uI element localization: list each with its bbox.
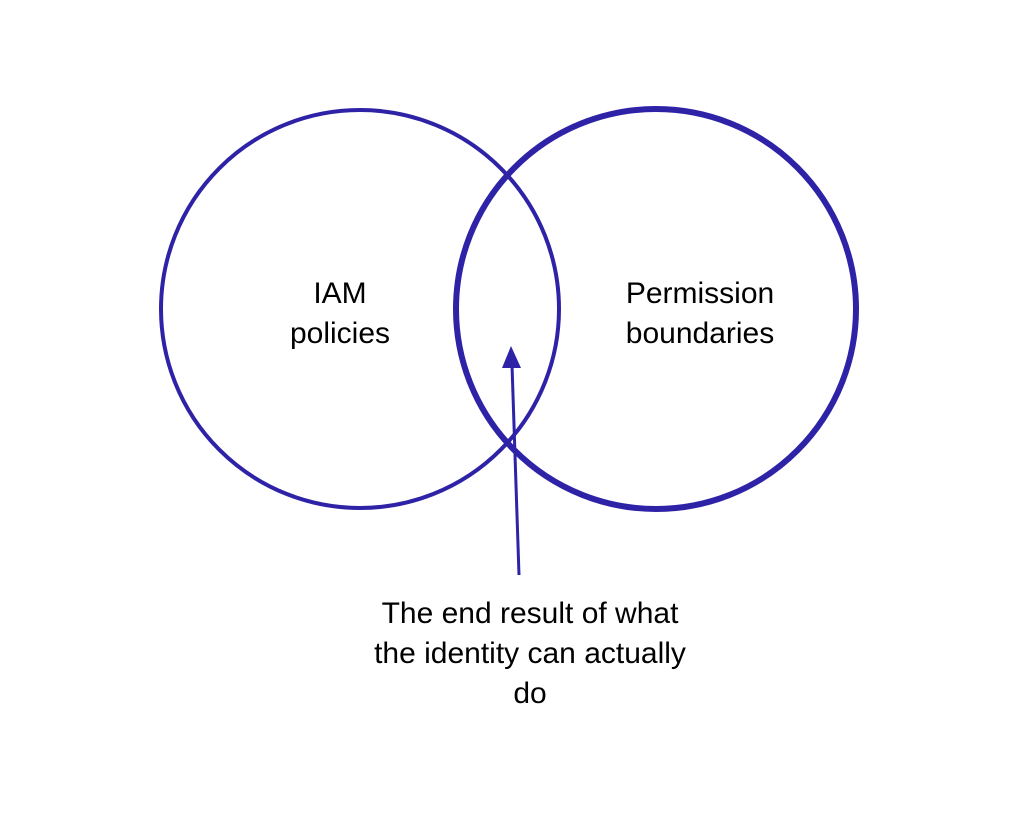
permission-boundaries-label: Permission boundaries bbox=[590, 274, 810, 354]
iam-policies-circle bbox=[159, 108, 561, 510]
intersection-annotation-line-2: the identity can actually bbox=[374, 637, 686, 670]
intersection-annotation-line-1: The end result of what bbox=[381, 597, 679, 630]
permission-boundaries-label-line-2: boundaries bbox=[625, 317, 775, 350]
annotation-arrow-head bbox=[502, 346, 521, 368]
permission-boundaries-label-line-1: Permission bbox=[625, 277, 775, 310]
iam-policies-label-line-1: IAM bbox=[313, 277, 367, 310]
iam-policies-label: IAM policies bbox=[250, 274, 430, 354]
permission-boundaries-circle bbox=[453, 106, 859, 512]
intersection-annotation-line-3: do bbox=[513, 677, 547, 710]
annotation-arrow-line bbox=[510, 364, 521, 576]
iam-policies-label-line-2: policies bbox=[289, 317, 391, 350]
intersection-annotation: The end result of what the identity can … bbox=[310, 594, 750, 714]
